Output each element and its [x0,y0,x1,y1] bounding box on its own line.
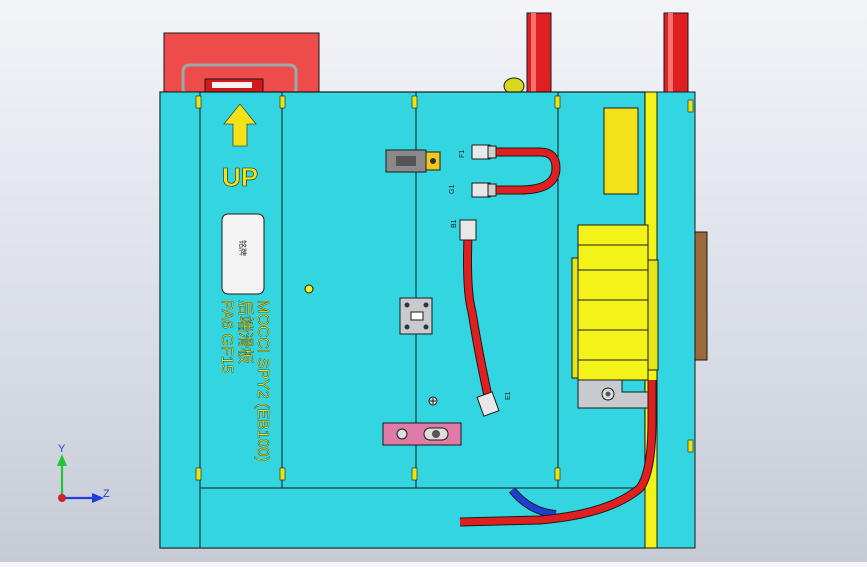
fitting-label-g1: G1 [449,185,456,194]
cooling-hose-upper [471,144,561,198]
connector-block [385,149,441,173]
cylinder-mount [577,379,649,409]
cooling-pipe-top-left [526,12,552,94]
cooling-hose-lower [459,219,500,417]
cooling-hose-bottom-blue [508,487,557,518]
axis-origin [58,494,66,502]
fitting-label-f1: F1 [459,150,466,158]
locating-pin [304,284,314,294]
nameplate-text: 铭牌 [238,240,248,256]
up-label: UP [222,162,258,192]
axis-triad[interactable]: Y Z [57,443,110,503]
up-arrow-icon [223,103,257,147]
axis-y-label: Y [58,443,66,455]
top-red-block [163,32,320,97]
fitting-label-b1: B1 [451,219,458,228]
mold-plate[interactable] [159,91,646,549]
latch-clamp [399,297,433,335]
axis-z-label: Z [103,488,110,500]
fitting-label-e1: E1 [505,391,512,400]
engraving-line-1: MOCCI SPY2 (EB100) [254,300,271,462]
engraving-line-2: 后端滑板 [236,300,254,364]
screw-icon [428,396,438,406]
engraving-line-3: PA6 GF15 [218,300,235,374]
cooling-pipe-top-right [663,12,689,94]
pink-clamp-plate [382,422,462,446]
engraving-block: MOCCI SPY2 (EB100) 后端滑板 PA6 GF15 [218,300,271,462]
hydraulic-cylinder [571,224,659,381]
label-plate [603,107,639,195]
cooling-hose-bottom-red [459,380,657,527]
nameplate: 铭牌 [221,213,265,295]
